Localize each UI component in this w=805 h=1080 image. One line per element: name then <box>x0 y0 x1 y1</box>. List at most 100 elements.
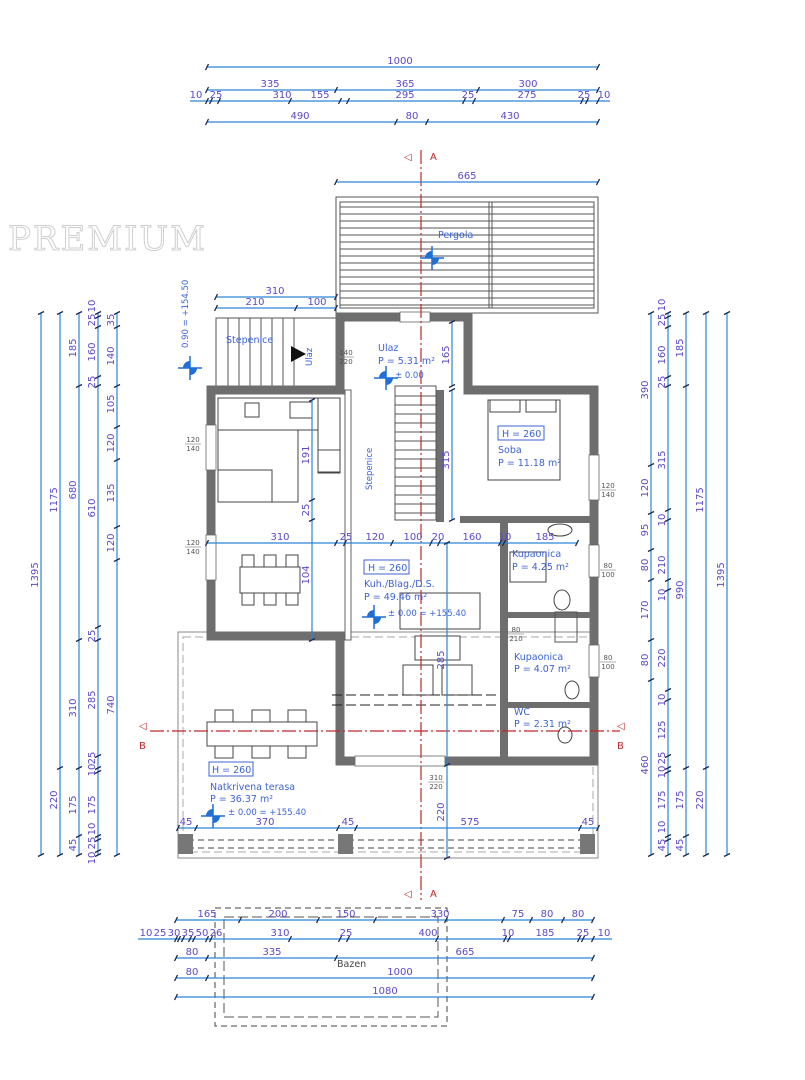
dimension-label: 10 <box>657 694 668 707</box>
dimension-tick <box>590 993 596 1001</box>
wc-area: P = 2.31 m² <box>514 719 571 730</box>
section-marker-b-right: B <box>617 741 624 752</box>
dimension-tick <box>576 935 582 943</box>
dimension-label: 120 <box>106 533 117 552</box>
dimension-tick <box>173 974 179 982</box>
dimension-label: 680 <box>68 480 79 499</box>
dimension-label: 10 <box>657 766 668 779</box>
level-marker-icon <box>201 804 225 828</box>
dimension-label: 30 <box>168 928 181 939</box>
dimension-tick <box>173 916 179 924</box>
opening-height: 100 <box>601 663 614 671</box>
dimension-tick <box>345 935 351 943</box>
dimension-label: 10 <box>598 90 611 101</box>
dimension-tick <box>335 824 341 832</box>
outdoor-stairs <box>215 317 337 387</box>
level-annotation: 0.90 = +154.50 <box>181 280 191 348</box>
entrance-arrow-icon <box>291 346 306 362</box>
dimension-tick <box>664 374 672 380</box>
dimension-tick <box>204 63 210 71</box>
opening-height: 220 <box>429 783 442 791</box>
dimension-label: 10 <box>657 299 668 312</box>
entrance-level: ± 0.00 <box>395 371 424 381</box>
dimension-tick <box>175 824 181 832</box>
dimension-label: 310 <box>270 928 289 939</box>
dimension-tick <box>75 833 83 839</box>
pool <box>214 907 448 1027</box>
dimension-tick <box>595 86 601 94</box>
dimension-label: 45 <box>657 839 668 852</box>
dimension-tick <box>193 824 199 832</box>
pergola-label: Pergola <box>438 230 473 241</box>
dimension-tick <box>664 383 672 389</box>
opening-height: 220 <box>339 358 352 366</box>
dimension-label: 80 <box>186 947 199 958</box>
dimension-tick <box>173 954 179 962</box>
dimension-label: 80 <box>186 967 199 978</box>
dimension-label: 25 <box>462 90 475 101</box>
section-marker-a-bottom: A <box>430 889 437 900</box>
dimension-label: 10 <box>87 823 98 836</box>
dimension-tick <box>443 762 451 768</box>
dimension-tick <box>94 324 102 330</box>
dimension-tick <box>682 833 690 839</box>
dimension-tick <box>333 178 339 186</box>
dimension-label: 20 <box>432 532 445 543</box>
dimension-label: 310 <box>272 90 291 101</box>
dimension-chain-right: 1175 220 <box>695 310 710 858</box>
opening-labels: 1201401201401201408010080100140220802103… <box>185 349 616 791</box>
dimension-tick <box>94 753 102 759</box>
dimension-tick <box>664 753 672 759</box>
dimension-tick <box>213 304 219 312</box>
dimension-label: 285 <box>87 690 98 709</box>
level-marker-fill <box>206 809 220 823</box>
column <box>580 834 595 854</box>
dimension-chain-interior-vertical: 315 <box>441 387 456 523</box>
dimension-label: 665 <box>455 947 474 958</box>
entrance-area: P = 5.31 m² <box>378 356 435 367</box>
dimension-tick <box>94 852 102 858</box>
watermark: PREMIUM <box>8 219 207 259</box>
opening-width: 120 <box>601 482 614 490</box>
dimension-tick <box>702 310 710 316</box>
living-area: P = 49.46 m² <box>364 592 427 603</box>
dimension-tick <box>308 397 316 403</box>
dimension-tick <box>443 916 449 924</box>
dimension-label: 310 <box>270 532 289 543</box>
dimension-label: 315 <box>657 450 668 469</box>
dimension-tick <box>682 765 690 771</box>
dimension-label: 25 <box>87 752 98 765</box>
dimension-label: 45 <box>342 817 355 828</box>
dimension-label: 25 <box>340 532 353 543</box>
dimension-label: 185 <box>675 338 686 357</box>
dimension-tick <box>187 935 193 943</box>
dimension-tick <box>428 539 434 547</box>
dimension-label: 25 <box>301 504 312 517</box>
dimension-chain-top: 310 <box>213 286 339 301</box>
dimension-label: 430 <box>500 111 519 122</box>
dimension-label: 150 <box>336 909 355 920</box>
dimension-label: 120 <box>106 433 117 452</box>
dimension-tick <box>237 916 243 924</box>
dimension-label: 220 <box>695 790 706 809</box>
dimension-chain-top: 1000 <box>204 56 601 71</box>
dimension-label: 1395 <box>716 562 727 587</box>
dimension-label: 295 <box>395 90 414 101</box>
dimension-label: 1175 <box>695 487 706 512</box>
dimension-tick <box>372 916 378 924</box>
dimension-label: 335 <box>260 79 279 90</box>
dimension-label: 100 <box>307 297 326 308</box>
dimension-tick <box>584 97 590 105</box>
dimension-tick <box>94 637 102 643</box>
dimension-label: 210 <box>245 297 264 308</box>
living-level: ± 0.00 = +155.40 <box>388 609 466 619</box>
dimension-tick <box>94 310 102 316</box>
section-marker-a-top: A <box>430 152 437 163</box>
dimension-tick <box>595 118 601 126</box>
dimension-tick <box>204 86 210 94</box>
